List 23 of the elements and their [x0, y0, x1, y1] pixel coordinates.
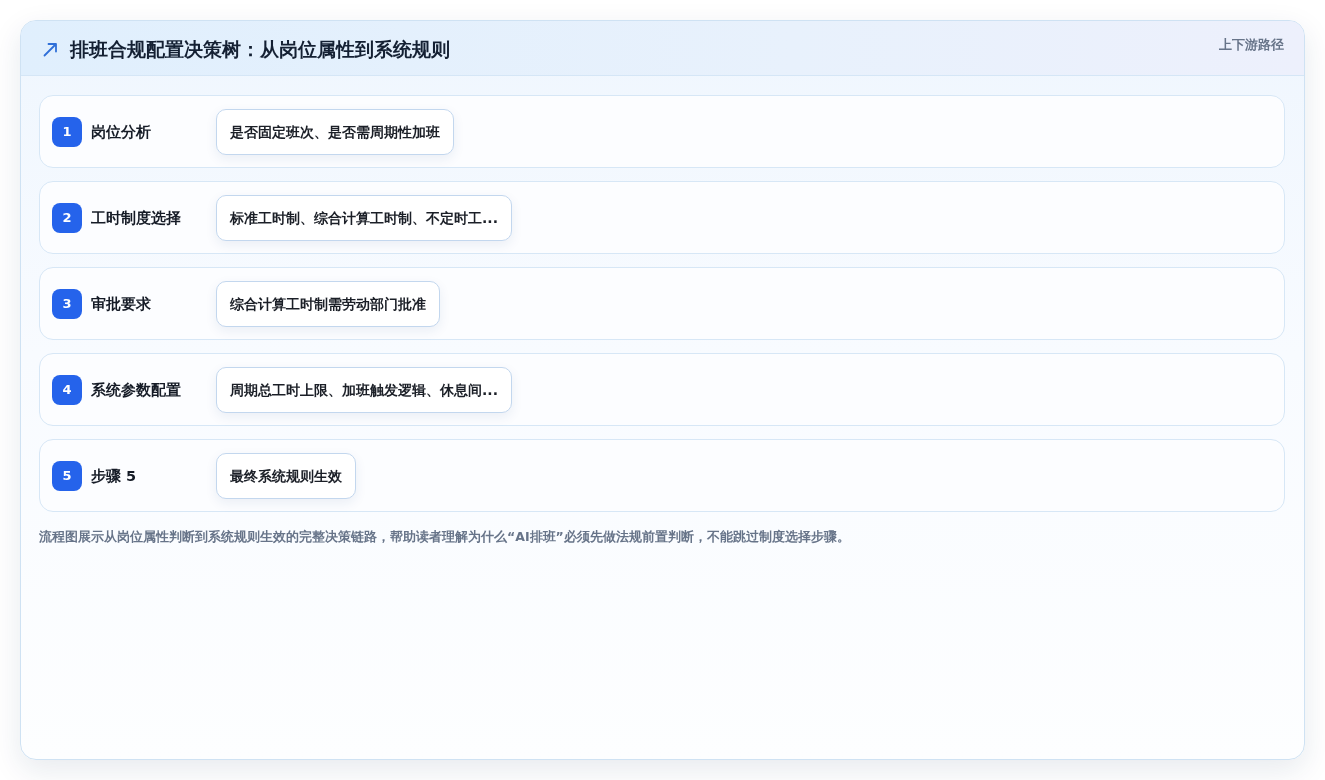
diagram-title: 排班合规配置决策树：从岗位属性到系统规则	[70, 37, 450, 62]
step-card	[39, 181, 1285, 254]
step-card	[39, 353, 1285, 426]
step-number-badge: 5	[52, 460, 82, 491]
step-title: 审批要求	[91, 294, 151, 314]
step-number-badge: 4	[52, 374, 82, 405]
step-title: 系统参数配置	[91, 380, 181, 400]
step-number-badge: 1	[52, 116, 82, 147]
detail-box: 最终系统规则生效	[216, 452, 356, 499]
detail-box: 是否固定班次、是否需周期性加班	[216, 108, 454, 155]
detail-box: 周期总工时上限、加班触发逻辑、休息间...	[216, 366, 512, 413]
step-number-badge: 2	[52, 202, 82, 233]
header-note: 上下游路径	[1219, 36, 1284, 54]
detail-box: 标准工时制、综合计算工时制、不定时工...	[216, 194, 512, 241]
step-number-badge: 3	[52, 288, 82, 319]
step-title: 步骤 5	[91, 466, 137, 486]
step-card	[39, 267, 1285, 340]
detail-box: 综合计算工时制需劳动部门批准	[216, 280, 440, 327]
step-card	[39, 95, 1285, 168]
caption-text: 流程图展示从岗位属性判断到系统规则生效的完整决策链路，帮助读者理解为什么“AI排班”必须先做法规前置判断，不能跳过制度选择步骤。	[39, 528, 850, 546]
step-card	[39, 439, 1285, 512]
step-title: 岗位分析	[91, 122, 151, 142]
step-title: 工时制度选择	[91, 208, 181, 228]
